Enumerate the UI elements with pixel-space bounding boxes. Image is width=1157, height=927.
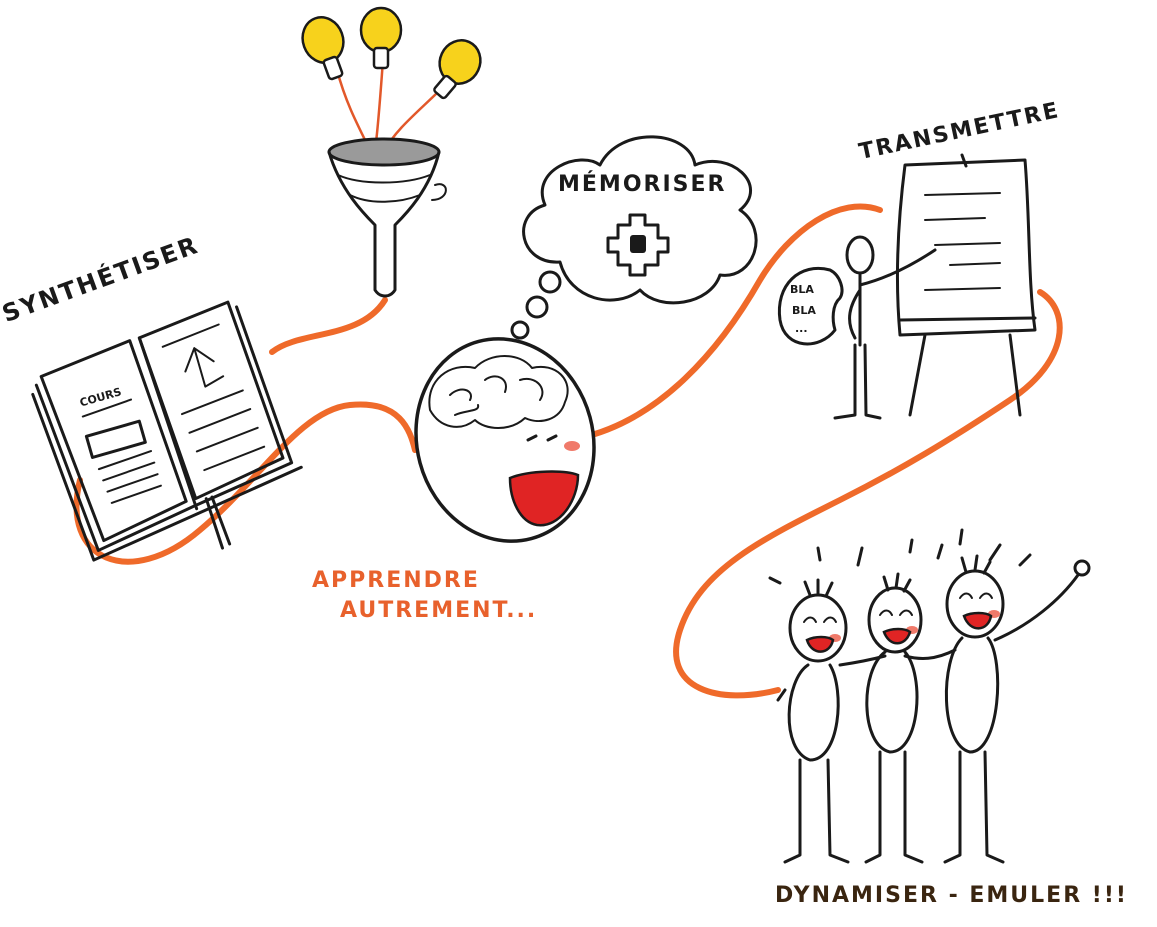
speech-line-3: ... bbox=[795, 322, 808, 335]
thought-cloud-icon bbox=[510, 135, 758, 340]
speech-line-1: BLA bbox=[790, 283, 814, 296]
brain-face-icon bbox=[414, 337, 596, 543]
light-bulb-icon bbox=[301, 6, 482, 152]
apprendre-label-line2: AUTREMENT... bbox=[340, 598, 538, 623]
gear-icon bbox=[606, 213, 670, 277]
book-icon: COURS bbox=[31, 300, 303, 562]
speech-line-2: BLA bbox=[792, 304, 816, 317]
funnel-icon bbox=[327, 137, 447, 298]
happy-people-icon bbox=[768, 528, 1091, 864]
orange-path bbox=[73, 203, 1063, 699]
book-page-title: COURS bbox=[78, 385, 123, 409]
flipchart-icon bbox=[896, 153, 1037, 417]
apprendre-label-line1: APPRENDRE bbox=[312, 568, 480, 593]
presenter-icon: BLA BLA ... bbox=[777, 235, 937, 420]
memoriser-label: MÉMORISER bbox=[558, 172, 727, 197]
dynamiser-label: DYNAMISER - EMULER !!! bbox=[775, 883, 1128, 908]
